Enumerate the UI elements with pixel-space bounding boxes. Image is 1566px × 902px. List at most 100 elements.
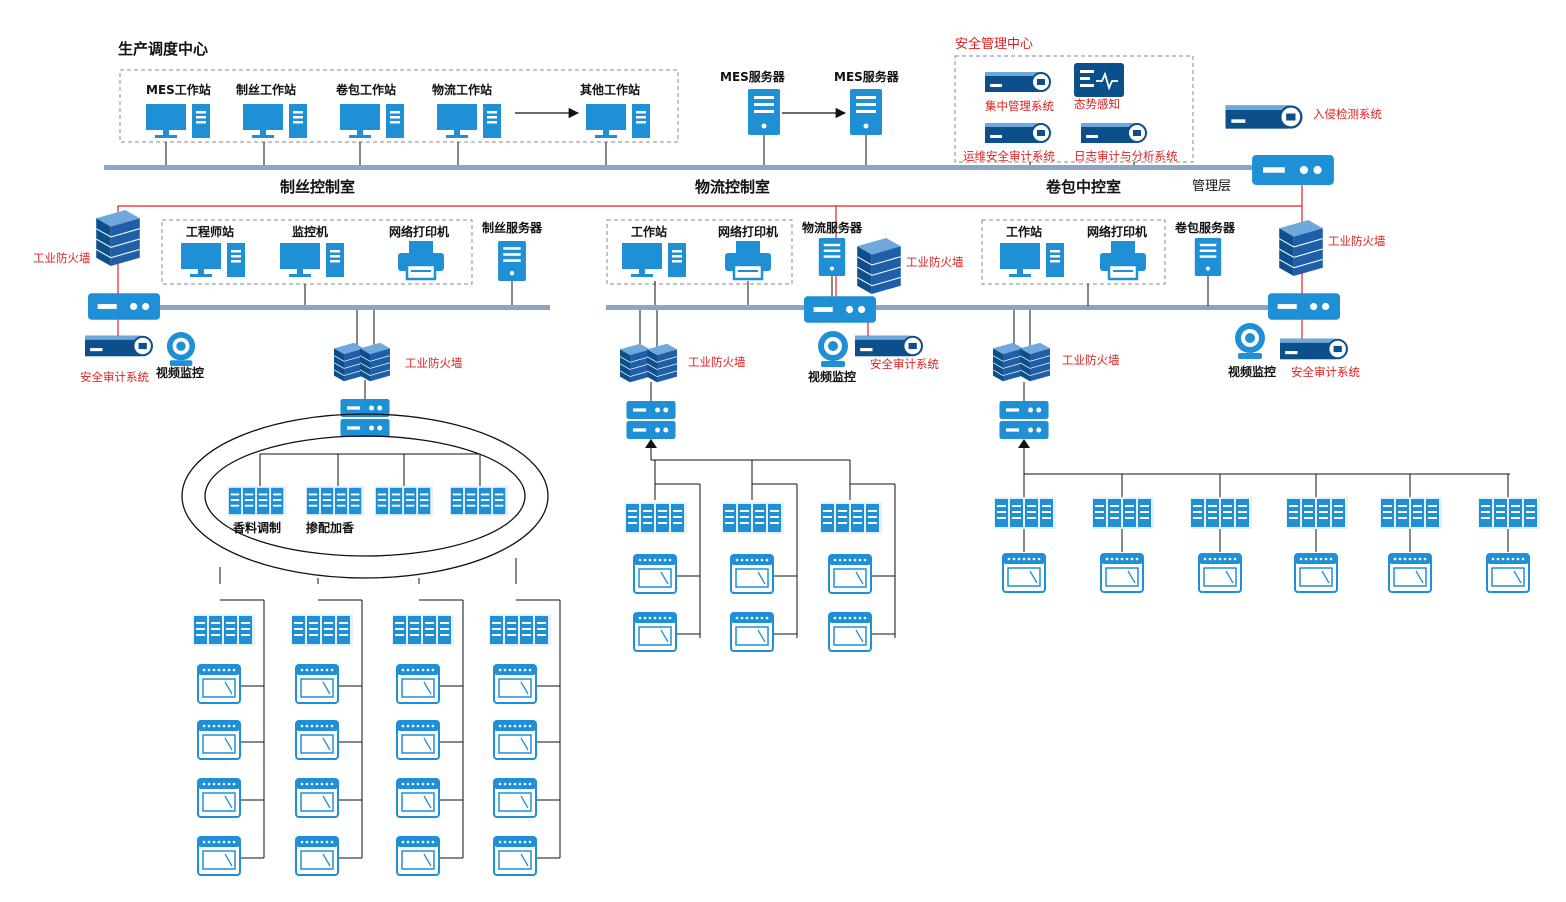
ring-plc-1 bbox=[227, 486, 287, 516]
field-io-silk bbox=[493, 778, 537, 818]
situation-label: 态势感知 bbox=[1074, 97, 1120, 111]
silk-engineer-label: 工程师站 bbox=[186, 224, 234, 239]
pack-ws-label: 卷包工作站 bbox=[335, 82, 396, 97]
spice-label: 香料调制 bbox=[232, 520, 281, 535]
field-io-silk bbox=[396, 778, 440, 818]
pack-firewall-lower-icon-a bbox=[993, 342, 1023, 382]
field-plc-packing bbox=[1380, 497, 1442, 529]
logi-firewall-lower-label: 工业防火墙 bbox=[688, 355, 746, 369]
logi-audit-label: 安全审计系统 bbox=[870, 357, 939, 371]
security-center-title: 安全管理中心 bbox=[955, 36, 1033, 52]
field-io-packing bbox=[1294, 552, 1338, 594]
field-plc-packing bbox=[1478, 497, 1540, 529]
pack-switch bbox=[1268, 293, 1340, 320]
pack-printer-label: 网络打印机 bbox=[1087, 224, 1147, 239]
intrusion-detection-icon bbox=[1224, 104, 1303, 131]
field-io-silk bbox=[396, 664, 440, 704]
logi-server-label: 物流服务器 bbox=[802, 220, 863, 235]
silk-printer-label: 网络打印机 bbox=[389, 224, 449, 239]
logi-field-switch-b bbox=[626, 421, 676, 439]
field-io-silk bbox=[197, 778, 241, 818]
pack-field-switch-a bbox=[999, 401, 1049, 419]
field-plc-packing bbox=[1092, 497, 1154, 529]
field-io-logistics bbox=[730, 612, 774, 652]
field-io-logistics bbox=[633, 612, 677, 652]
logi-firewall-lower-icon-b bbox=[647, 343, 677, 383]
silk-ws-label: 制丝工作站 bbox=[236, 82, 296, 97]
main-middle-bus bbox=[606, 305, 1274, 310]
pack-uplink-arrow bbox=[1018, 439, 1030, 448]
field-io-silk bbox=[197, 664, 241, 704]
field-plc-silk bbox=[392, 614, 454, 646]
field-plc-packing bbox=[994, 497, 1056, 529]
field-io-silk bbox=[295, 778, 339, 818]
pack-camera-icon bbox=[1235, 323, 1265, 359]
silk-firewall-mid-icon-a bbox=[334, 342, 364, 382]
field-io-logistics bbox=[828, 554, 872, 594]
logi-field-switch-a bbox=[626, 401, 676, 419]
silk-camera-icon bbox=[166, 332, 196, 366]
silk-firewall-mid-label: 工业防火墙 bbox=[405, 356, 463, 370]
logi-field-devices bbox=[625, 439, 896, 652]
silk-firewall-left-icon bbox=[95, 210, 141, 266]
situation-awareness-icon bbox=[1074, 63, 1124, 97]
silk-video-label: 视频监控 bbox=[156, 365, 204, 380]
ring-plc-2 bbox=[305, 486, 365, 516]
silk-server-label: 制丝服务器 bbox=[482, 220, 543, 235]
logi-firewall-top-label: 工业防火墙 bbox=[906, 255, 964, 269]
central-mgmt-label: 集中管理系统 bbox=[985, 99, 1054, 113]
field-io-silk bbox=[295, 720, 339, 760]
silk-monitor-label: 监控机 bbox=[292, 224, 328, 239]
pack-station-icon bbox=[1000, 243, 1064, 277]
mes-server-1-icon bbox=[748, 89, 780, 135]
field-io-silk bbox=[493, 664, 537, 704]
ops-audit-icon bbox=[985, 122, 1051, 144]
field-io-packing bbox=[1486, 552, 1530, 594]
other-workstation-icon bbox=[586, 104, 650, 138]
logi-station-icon bbox=[622, 243, 686, 277]
field-io-silk bbox=[493, 720, 537, 760]
intrusion-label: 入侵检测系统 bbox=[1313, 107, 1382, 121]
production-center-title: 生产调度中心 bbox=[118, 40, 208, 58]
pack-firewall-lower-label: 工业防火墙 bbox=[1062, 353, 1120, 367]
field-plc-logistics bbox=[722, 502, 784, 534]
field-io-packing bbox=[1002, 552, 1046, 594]
silk-firewall-mid-icon-b bbox=[360, 342, 390, 382]
field-io-silk bbox=[396, 836, 440, 876]
silk-printer-icon bbox=[398, 241, 444, 281]
field-io-silk bbox=[197, 720, 241, 760]
pack-audit-icon bbox=[1280, 337, 1348, 361]
field-io-logistics bbox=[730, 554, 774, 594]
pack-audit-label: 安全审计系统 bbox=[1291, 365, 1360, 379]
mgmt-layer-label: 管理层 bbox=[1192, 179, 1231, 194]
logi-video-label: 视频监控 bbox=[808, 369, 856, 384]
pack-field-switch-b bbox=[999, 421, 1049, 439]
pack-firewall-right-label: 工业防火墙 bbox=[1328, 234, 1386, 248]
packing-room-title: 卷包中控室 bbox=[1045, 178, 1121, 196]
logi-printer-label: 网络打印机 bbox=[718, 224, 778, 239]
packing-group-box bbox=[981, 219, 1166, 285]
mes-server-2-label: MES服务器 bbox=[834, 69, 900, 84]
mes-server-2-icon bbox=[850, 89, 882, 135]
silk-server-icon bbox=[498, 241, 526, 281]
logi-firewall-top-icon bbox=[856, 238, 902, 294]
logi-uplink-arrow bbox=[645, 439, 657, 448]
field-io-logistics bbox=[633, 554, 677, 594]
engineer-station-icon bbox=[181, 243, 245, 277]
silk-field-devices bbox=[193, 558, 561, 876]
silk-group-box bbox=[161, 219, 473, 285]
field-io-packing bbox=[1388, 552, 1432, 594]
logi-switch bbox=[804, 296, 876, 323]
logi-ws-label-2: 工作站 bbox=[631, 224, 667, 239]
pack-field-devices bbox=[994, 439, 1540, 594]
mes-workstation-icon bbox=[146, 104, 210, 138]
field-io-silk bbox=[396, 720, 440, 760]
pack-workstation-icon bbox=[340, 104, 404, 138]
field-plc-logistics bbox=[625, 502, 687, 534]
central-mgmt-icon bbox=[985, 71, 1051, 93]
field-io-packing bbox=[1198, 552, 1242, 594]
security-group-box bbox=[954, 55, 1194, 163]
blend-label: 掺配加香 bbox=[306, 520, 354, 535]
